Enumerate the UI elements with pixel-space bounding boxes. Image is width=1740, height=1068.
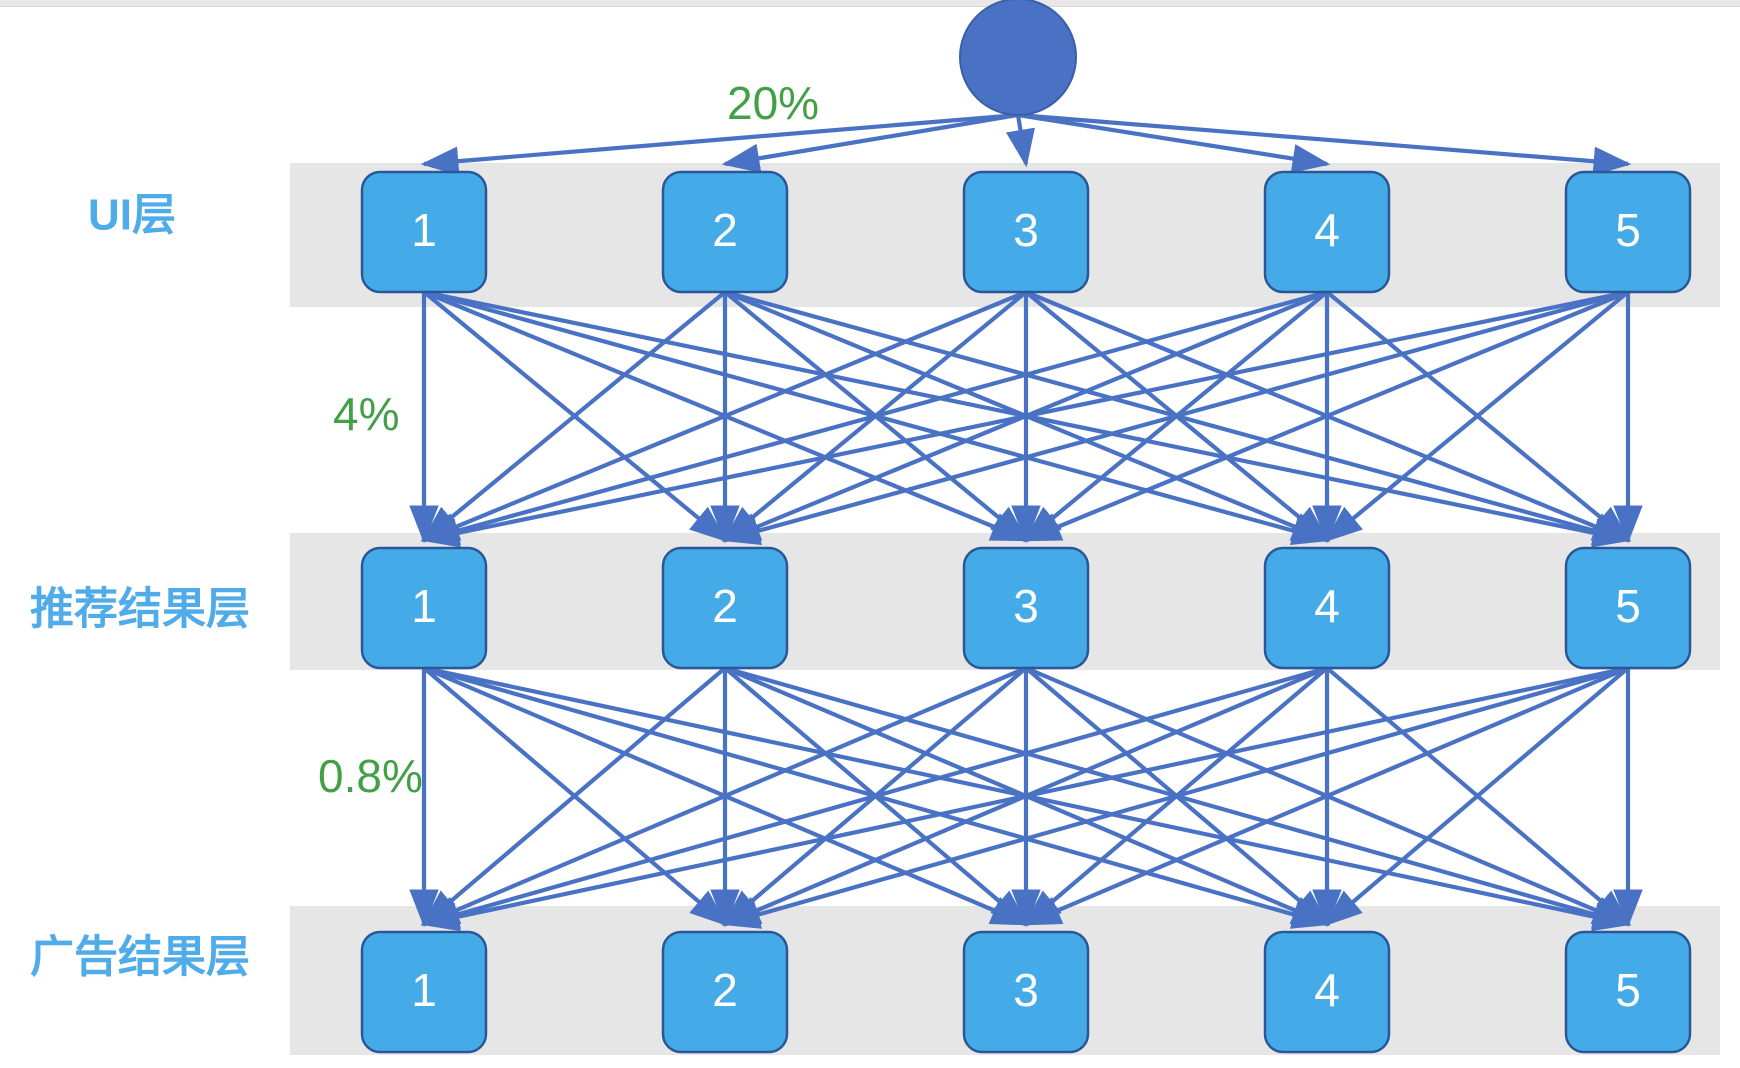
nodes-ads-layer: 1 2 3 4 5 xyxy=(360,930,1692,1054)
node-label-recommend-5: 5 xyxy=(1615,580,1641,632)
node-label-ui-5: 5 xyxy=(1615,204,1641,256)
node-ui-3[interactable] xyxy=(962,170,1090,294)
node-ads-1[interactable] xyxy=(360,930,488,1054)
root-node-circle[interactable] xyxy=(959,0,1077,116)
node-recommend-5[interactable] xyxy=(1564,546,1692,670)
node-label-ui-2: 2 xyxy=(712,204,738,256)
node-label-recommend-4: 4 xyxy=(1314,580,1340,632)
node-label-recommend-1: 1 xyxy=(411,580,437,632)
node-recommend-3[interactable] xyxy=(962,546,1090,670)
percent-label-ui-to-recommend: 4% xyxy=(333,388,399,440)
node-ui-4[interactable] xyxy=(1263,170,1391,294)
edge-ui5-rec3 xyxy=(1022,290,1629,542)
top-gray-strip xyxy=(0,0,1740,7)
node-label-ads-2: 2 xyxy=(712,964,738,1016)
node-ads-4[interactable] xyxy=(1263,930,1391,1054)
node-label-ads-1: 1 xyxy=(411,964,437,1016)
edges-ui-to-recommend xyxy=(409,289,1643,548)
node-ui-1[interactable] xyxy=(360,170,488,294)
node-recommend-4[interactable] xyxy=(1263,546,1391,670)
layer-label-recommend: 推荐结果层 xyxy=(30,585,250,634)
edge-root-to-ui-3 xyxy=(1005,114,1035,168)
node-label-recommend-2: 2 xyxy=(712,580,738,632)
edge-ui4-rec1 xyxy=(420,289,1328,546)
node-ui-5[interactable] xyxy=(1564,170,1692,294)
layer-label-ads: 广告结果层 xyxy=(30,933,250,982)
nodes-recommend-layer: 1 2 3 4 5 xyxy=(360,546,1692,670)
node-label-ads-4: 4 xyxy=(1314,964,1340,1016)
percent-label-root-to-ui: 20% xyxy=(727,77,819,129)
nodes-ui-layer: 1 2 3 4 5 xyxy=(360,170,1692,294)
node-label-recommend-3: 3 xyxy=(1013,580,1039,632)
node-recommend-1[interactable] xyxy=(360,546,488,670)
edge-rec4-ads1 xyxy=(420,665,1328,929)
edge-rec2-ads1 xyxy=(421,666,727,927)
edge-ui3-rec1 xyxy=(420,290,1027,542)
edge-rec3-ads1 xyxy=(420,666,1027,926)
edge-ui5-rec4 xyxy=(1324,290,1630,543)
edge-rec5-ads3 xyxy=(1022,666,1629,926)
node-ads-5[interactable] xyxy=(1564,930,1692,1054)
edge-ui5-rec1 xyxy=(420,289,1629,548)
node-label-ui-1: 1 xyxy=(411,204,437,256)
edge-root-to-ui-1 xyxy=(420,112,1019,176)
layer-label-ui: UI层 xyxy=(88,191,176,240)
edges-recommend-to-ads xyxy=(409,665,1643,932)
edge-root-to-ui-4 xyxy=(1017,112,1331,174)
node-label-ads-5: 5 xyxy=(1615,964,1641,1016)
node-label-ui-4: 4 xyxy=(1314,204,1340,256)
edge-rec5-ads4 xyxy=(1324,666,1630,927)
node-label-ads-3: 3 xyxy=(1013,964,1039,1016)
edge-root-to-ui-5 xyxy=(1017,112,1632,176)
edge-ui2-rec1 xyxy=(421,290,727,543)
node-ads-3[interactable] xyxy=(962,930,1090,1054)
node-ui-2[interactable] xyxy=(661,170,789,294)
edge-root-to-ui-2 xyxy=(721,112,1019,173)
edge-rec5-ads2 xyxy=(721,665,1629,929)
edge-rec5-ads1 xyxy=(420,665,1629,932)
percent-label-recommend-to-ads: 0.8% xyxy=(318,750,423,802)
node-ads-2[interactable] xyxy=(661,930,789,1054)
edges-root-to-ui xyxy=(420,112,1632,176)
edge-ui5-rec2 xyxy=(721,289,1629,546)
top-divider-rule xyxy=(0,6,1740,7)
node-label-ui-3: 3 xyxy=(1013,204,1039,256)
node-recommend-2[interactable] xyxy=(661,546,789,670)
